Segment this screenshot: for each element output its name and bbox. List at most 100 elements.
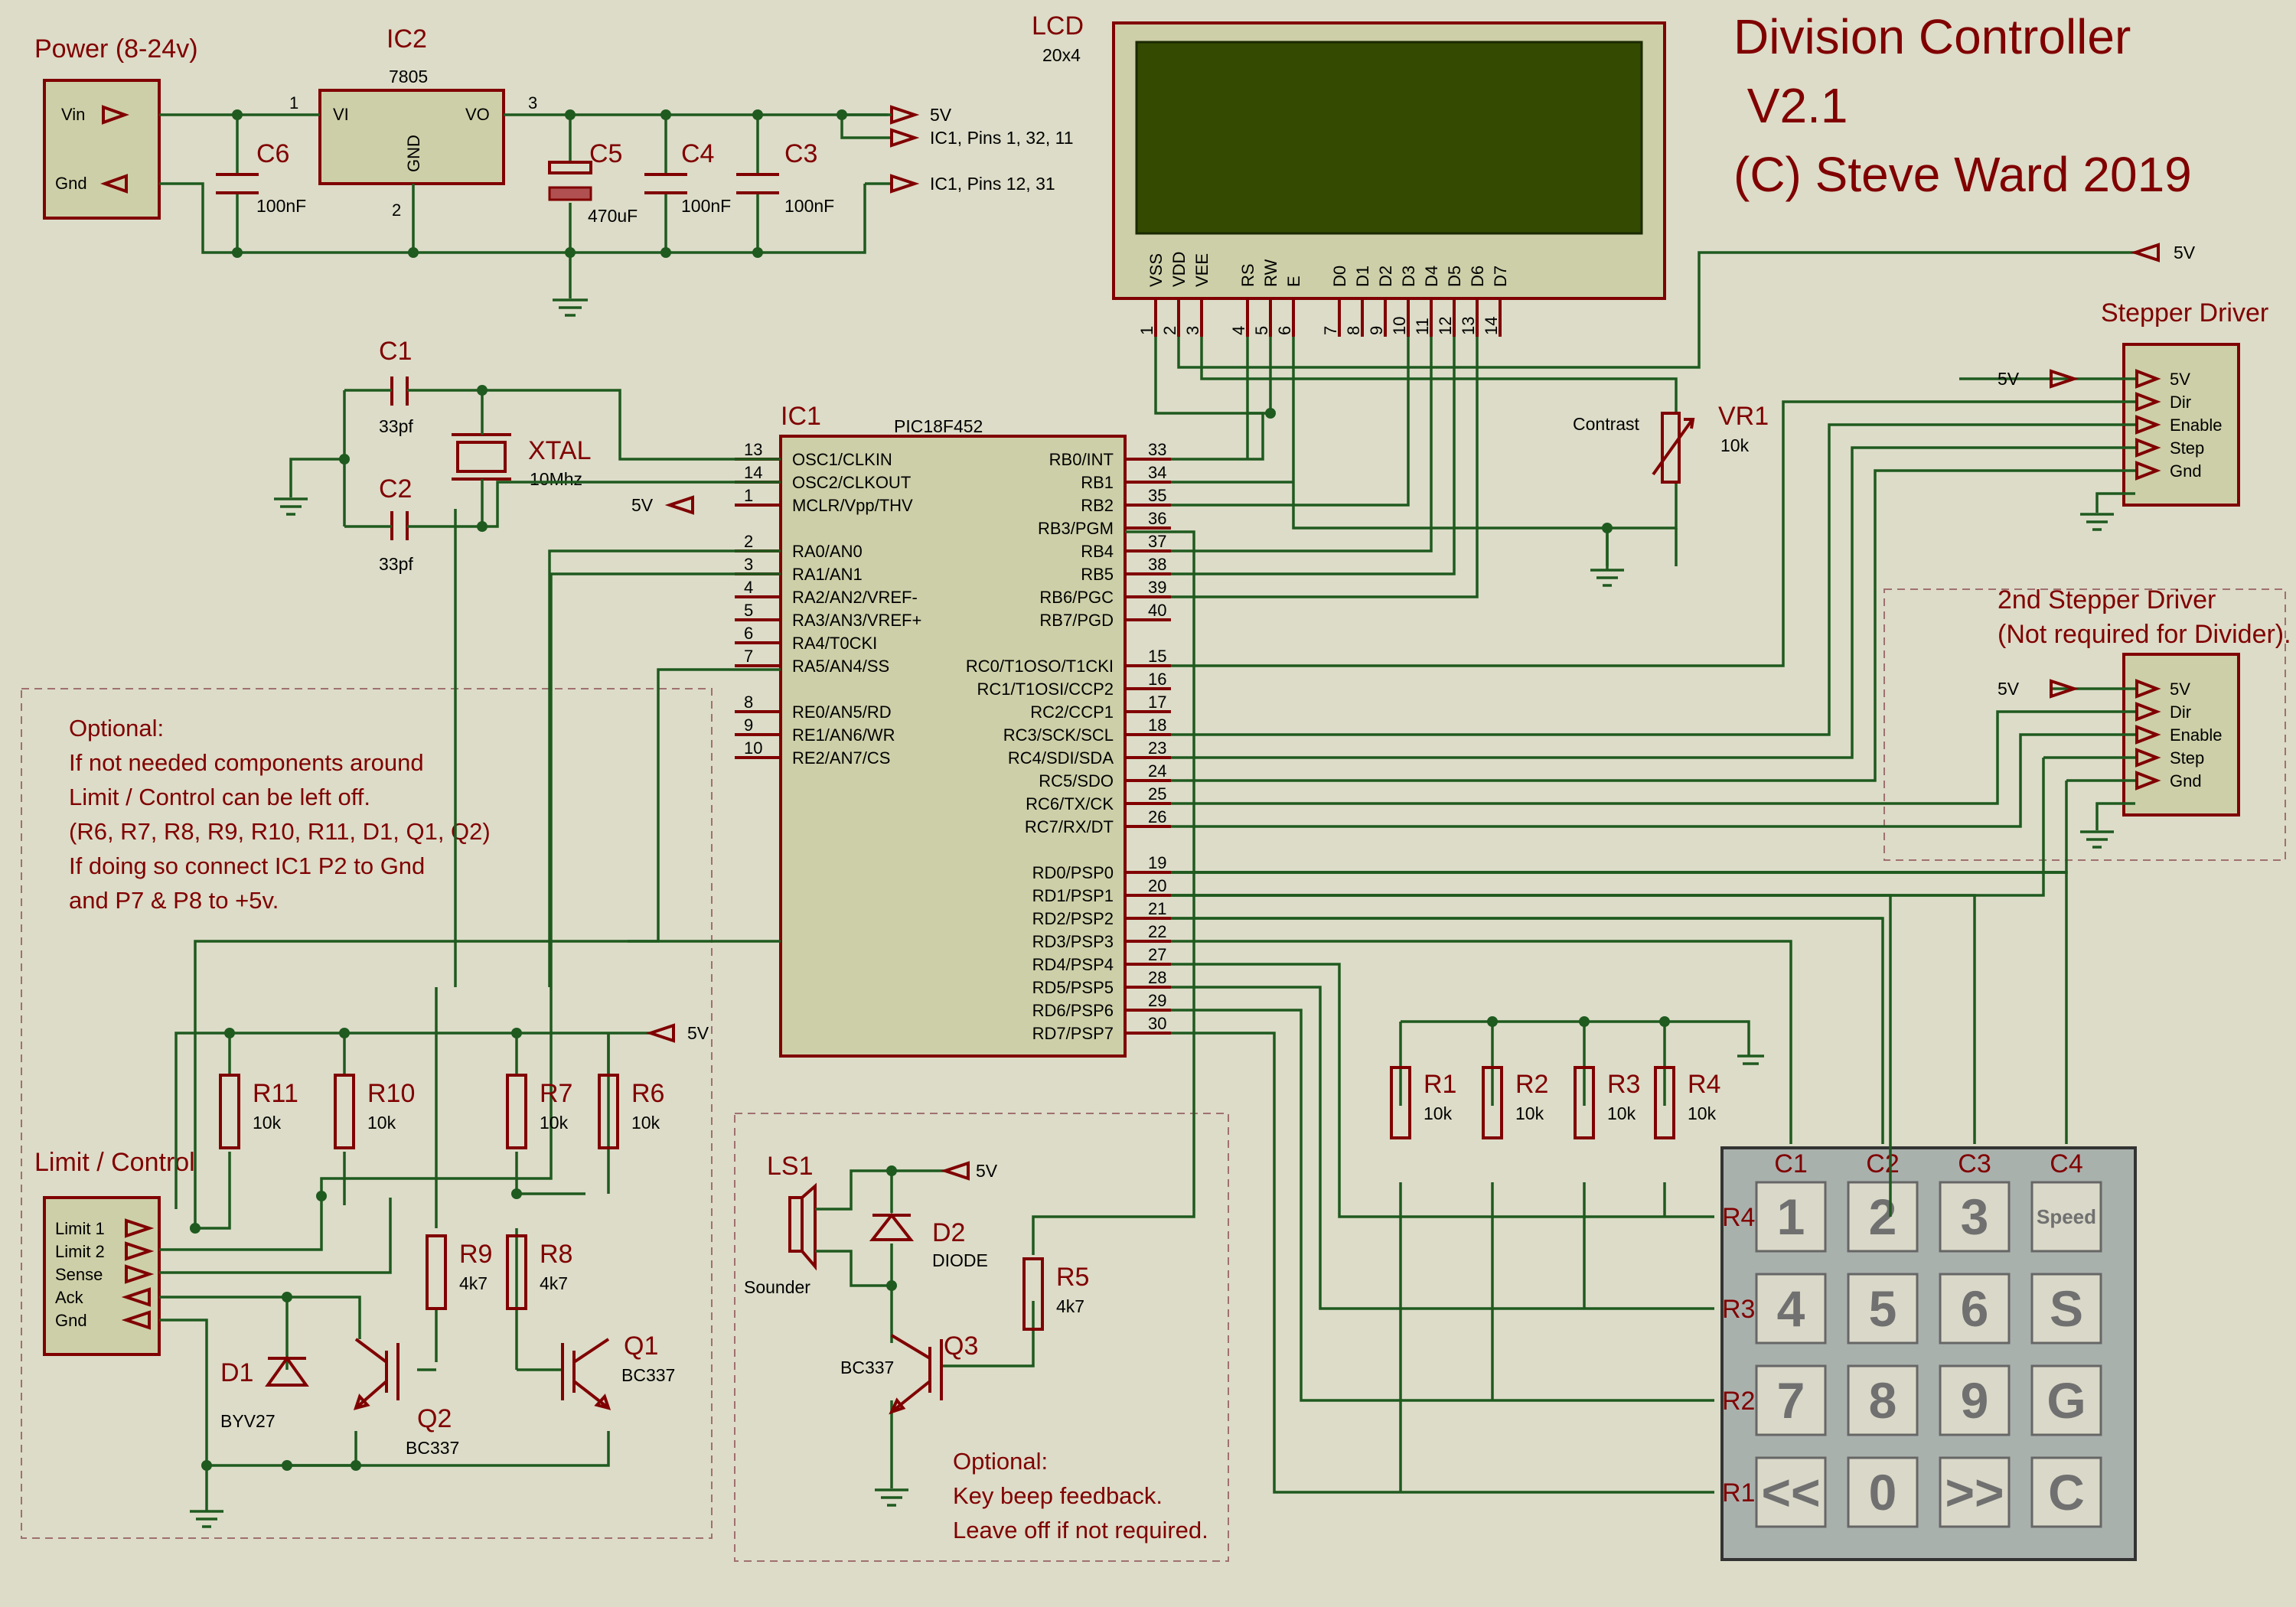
ic1-left-pin-name: RE1/AN6/WR	[792, 725, 895, 745]
lcd-pin-name: D7	[1491, 266, 1510, 287]
keypad-key	[1755, 1364, 1827, 1436]
ic1-left-pin-name: MCLR/Vpp/THV	[792, 496, 913, 515]
r8-value: 4k7	[540, 1273, 568, 1293]
vr1-label: Contrast	[1573, 414, 1640, 434]
keypad-key	[1939, 1181, 2011, 1253]
ic1-left-pin-number: 9	[744, 715, 753, 735]
power-wires	[159, 113, 892, 298]
lcd-pin-number: 11	[1413, 318, 1432, 335]
mclr-5v-label: 5V	[631, 495, 654, 515]
lcd-pin-number: 10	[1390, 317, 1409, 335]
ic1-right-pin-number: 18	[1148, 715, 1166, 735]
rail-5v-label: 5V	[930, 105, 952, 125]
keypad-column-label: C1	[1774, 1149, 1807, 1178]
keypad-key-label: S	[2050, 1280, 2083, 1337]
limit-pin-name: Limit 1	[55, 1219, 105, 1238]
optional-note-line: If not needed components around	[69, 749, 424, 776]
lcd-pin-name: VDD	[1169, 252, 1189, 287]
q3-transistor	[889, 1334, 943, 1415]
ic1-right-pin-number: 33	[1148, 440, 1166, 459]
vr1-value: 10k	[1720, 435, 1750, 455]
stepper-pin-name: Step	[2170, 748, 2204, 768]
lcd-pin-number: 4	[1229, 326, 1248, 335]
sounder-5v-label: 5V	[976, 1161, 998, 1181]
ic1-left-pin-name: OSC1/CLKIN	[792, 450, 892, 469]
keypad-key-label: 0	[1869, 1464, 1897, 1521]
ic1-right-pin-number: 38	[1148, 555, 1166, 574]
ic1-right-pin-name: RB0/INT	[1049, 450, 1114, 469]
ic1-ref: IC1	[781, 402, 821, 431]
lcd-ref: LCD	[1032, 11, 1084, 41]
lcd-pin-number: 5	[1252, 326, 1271, 335]
q2-transistor	[353, 1338, 400, 1410]
keypad-key	[2030, 1181, 2102, 1253]
ic1-right-pin-number: 24	[1148, 761, 1166, 781]
stepper-pin-arrow-icon	[2135, 748, 2161, 768]
ic1-left-pins: 13OSC1/CLKIN14OSC2/CLKOUT1MCLR/Vpp/THV2R…	[735, 440, 921, 768]
keypad-key	[1939, 1364, 2011, 1436]
ic1-right-pin-name: RB4	[1081, 542, 1114, 561]
lcd-pin-number: 7	[1321, 326, 1340, 335]
keypad-key-label: 8	[1869, 1372, 1897, 1429]
ic1-right-pin-name: RD2/PSP2	[1032, 909, 1114, 928]
beep-note-line: Key beep feedback.	[953, 1482, 1163, 1509]
r7-ref: R7	[540, 1079, 572, 1108]
ic1-right-pin-name: RC7/RX/DT	[1025, 817, 1114, 836]
optional-note: Optional:If not needed components around…	[69, 715, 491, 914]
rail-ic1-b-arrow-icon	[890, 174, 920, 194]
rail-5v-arrow-icon	[890, 105, 920, 125]
ic1-left-pin-number: 13	[744, 440, 762, 459]
limit-pin-name: Limit 2	[55, 1242, 105, 1261]
lcd-pin-number: 8	[1344, 326, 1363, 335]
mclr-5v-arrow-icon	[664, 495, 694, 515]
keypad-row-label: R1	[1722, 1478, 1755, 1508]
vin-arrow-icon	[102, 105, 129, 125]
lcd-wire	[1125, 337, 1479, 598]
ic1-right-pin-name: RD5/PSP5	[1032, 978, 1114, 997]
ic1-left-pin-name: RE0/AN5/RD	[792, 702, 892, 722]
r4-value: 10k	[1688, 1103, 1717, 1123]
ic1-right-pin-number: 34	[1148, 463, 1166, 482]
beep-note: Optional:Key beep feedback.Leave off if …	[953, 1448, 1208, 1543]
stepper-pin-arrow-icon	[2135, 415, 2161, 435]
ic1-left-pin-number: 10	[744, 738, 762, 758]
ic1-right-pin-number: 40	[1148, 601, 1166, 620]
ic1-right-pin-number: 23	[1148, 738, 1166, 758]
ic1-right-pin-name: RC0/T1OSO/T1CKI	[966, 657, 1114, 676]
ic1-right-pin-number: 19	[1148, 853, 1166, 872]
ic2-pin3-num: 3	[528, 93, 537, 112]
power-junctions	[232, 109, 847, 258]
keypad-key	[2030, 1456, 2102, 1528]
ic1-left-pin-name: RA3/AN3/VREF+	[792, 611, 921, 630]
r11-value: 10k	[253, 1113, 282, 1133]
vr1-potentiometer	[1661, 412, 1681, 484]
ic1-left-pin-name: RA0/AN0	[792, 542, 863, 561]
q2-value: BC337	[406, 1438, 459, 1458]
bus-wire	[1171, 986, 1714, 1310]
lcd-wire	[1200, 337, 1678, 413]
q3-ref: Q3	[944, 1332, 978, 1361]
r7-value: 10k	[540, 1113, 569, 1133]
ic1-left-pin-number: 6	[744, 624, 753, 643]
ground-icon	[1590, 528, 1624, 587]
rail-ic1-pins-a: IC1, Pins 1, 32, 11	[930, 128, 1074, 148]
limit-pin-arrow-icon	[125, 1241, 155, 1261]
keypad-key	[1847, 1456, 1919, 1528]
limit-region	[21, 688, 713, 1539]
ic1-right-pin-name: RD0/PSP0	[1032, 863, 1114, 882]
ic1-part: PIC18F452	[894, 416, 983, 436]
d2-diode	[869, 1212, 915, 1241]
ic1-left-pin-name: RE2/AN7/CS	[792, 748, 890, 768]
regulator-ic2	[318, 89, 505, 185]
ic1-left-pin-number: 1	[744, 486, 753, 505]
stepper1-5v-label: 5V	[1998, 369, 2020, 389]
ic1-right-pin-number: 30	[1148, 1014, 1166, 1033]
xtal-ref: XTAL	[528, 436, 592, 465]
keypad-key-label: <<	[1761, 1464, 1820, 1521]
beep-region	[734, 1113, 1229, 1562]
keypad-key	[1939, 1273, 2011, 1345]
ic1-right-pin-name: RD7/PSP7	[1032, 1024, 1114, 1043]
lcd-screen	[1135, 41, 1643, 235]
beep-note-line: Optional:	[953, 1448, 1048, 1475]
ic1-right-pin-name: RB5	[1081, 565, 1114, 584]
